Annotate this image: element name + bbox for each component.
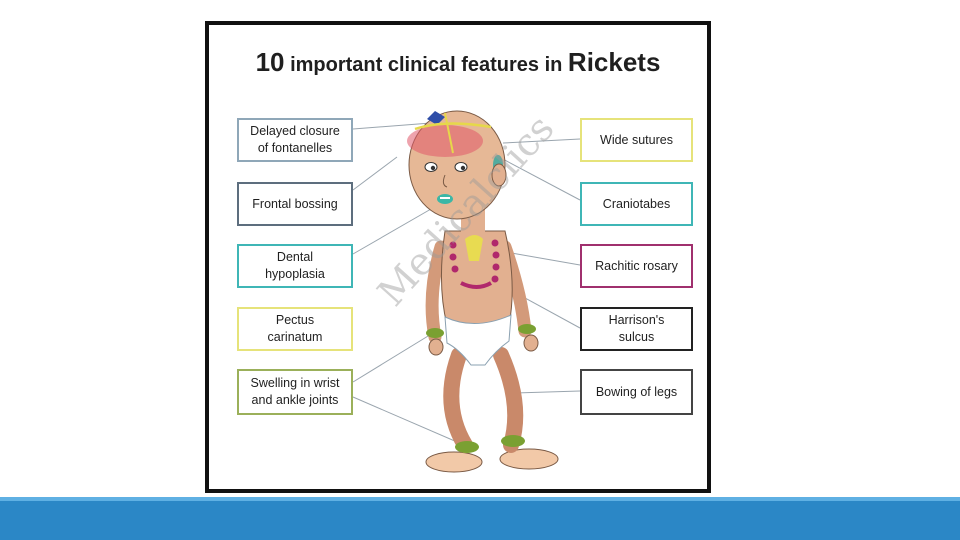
child-illustration bbox=[352, 110, 581, 473]
feature-line2: sulcus bbox=[618, 330, 655, 344]
feature-line2: of fontanelles bbox=[257, 141, 333, 155]
feature-box-pectus-carinatum: Pectus carinatum bbox=[237, 307, 353, 351]
rickets-infographic: 10 important clinical features in Ricket… bbox=[205, 21, 711, 493]
feature-line1: Frontal bossing bbox=[252, 196, 338, 211]
slide-footer-bar bbox=[0, 497, 960, 540]
feature-line1: Bowing of legs bbox=[595, 384, 678, 399]
feature-line1: Pectus bbox=[275, 313, 315, 327]
feature-line2: hypoplasia bbox=[265, 267, 325, 281]
infographic-canvas: 10 important clinical features in Ricket… bbox=[209, 25, 707, 489]
feature-line1: Rachitic rosary bbox=[595, 258, 678, 273]
feature-box-dental-hypoplasia: Dental hypoplasia bbox=[237, 244, 353, 288]
feature-box-bowing-of-legs: Bowing of legs bbox=[580, 369, 693, 415]
title-number: 10 bbox=[255, 47, 285, 77]
connector-lines bbox=[352, 122, 581, 446]
feature-box-joint-swelling: Swelling in wrist and ankle joints bbox=[237, 369, 353, 415]
feature-box-craniotabes: Craniotabes bbox=[580, 182, 693, 226]
feature-box-harrisons-sulcus: Harrison's sulcus bbox=[580, 307, 693, 351]
infographic-title: 10 important clinical features in Ricket… bbox=[209, 47, 707, 78]
feature-box-frontal-bossing: Frontal bossing bbox=[237, 182, 353, 226]
feature-box-wide-sutures: Wide sutures bbox=[580, 118, 693, 162]
feature-line1: Delayed closure bbox=[250, 124, 340, 138]
feature-line1: Dental bbox=[276, 250, 314, 264]
feature-line1: Craniotabes bbox=[602, 196, 671, 211]
title-middle: important clinical features in bbox=[290, 54, 563, 76]
title-end: Rickets bbox=[567, 47, 661, 77]
feature-box-delayed-closure: Delayed closure of fontanelles bbox=[237, 118, 353, 162]
feature-box-rachitic-rosary: Rachitic rosary bbox=[580, 244, 693, 288]
feature-line1: Swelling in wrist bbox=[250, 376, 340, 390]
feature-line1: Harrison's bbox=[608, 313, 665, 327]
feature-line2: and ankle joints bbox=[251, 393, 339, 407]
feature-line2: carinatum bbox=[267, 330, 323, 344]
feature-line1: Wide sutures bbox=[600, 132, 673, 147]
footer-stripe bbox=[0, 497, 960, 501]
